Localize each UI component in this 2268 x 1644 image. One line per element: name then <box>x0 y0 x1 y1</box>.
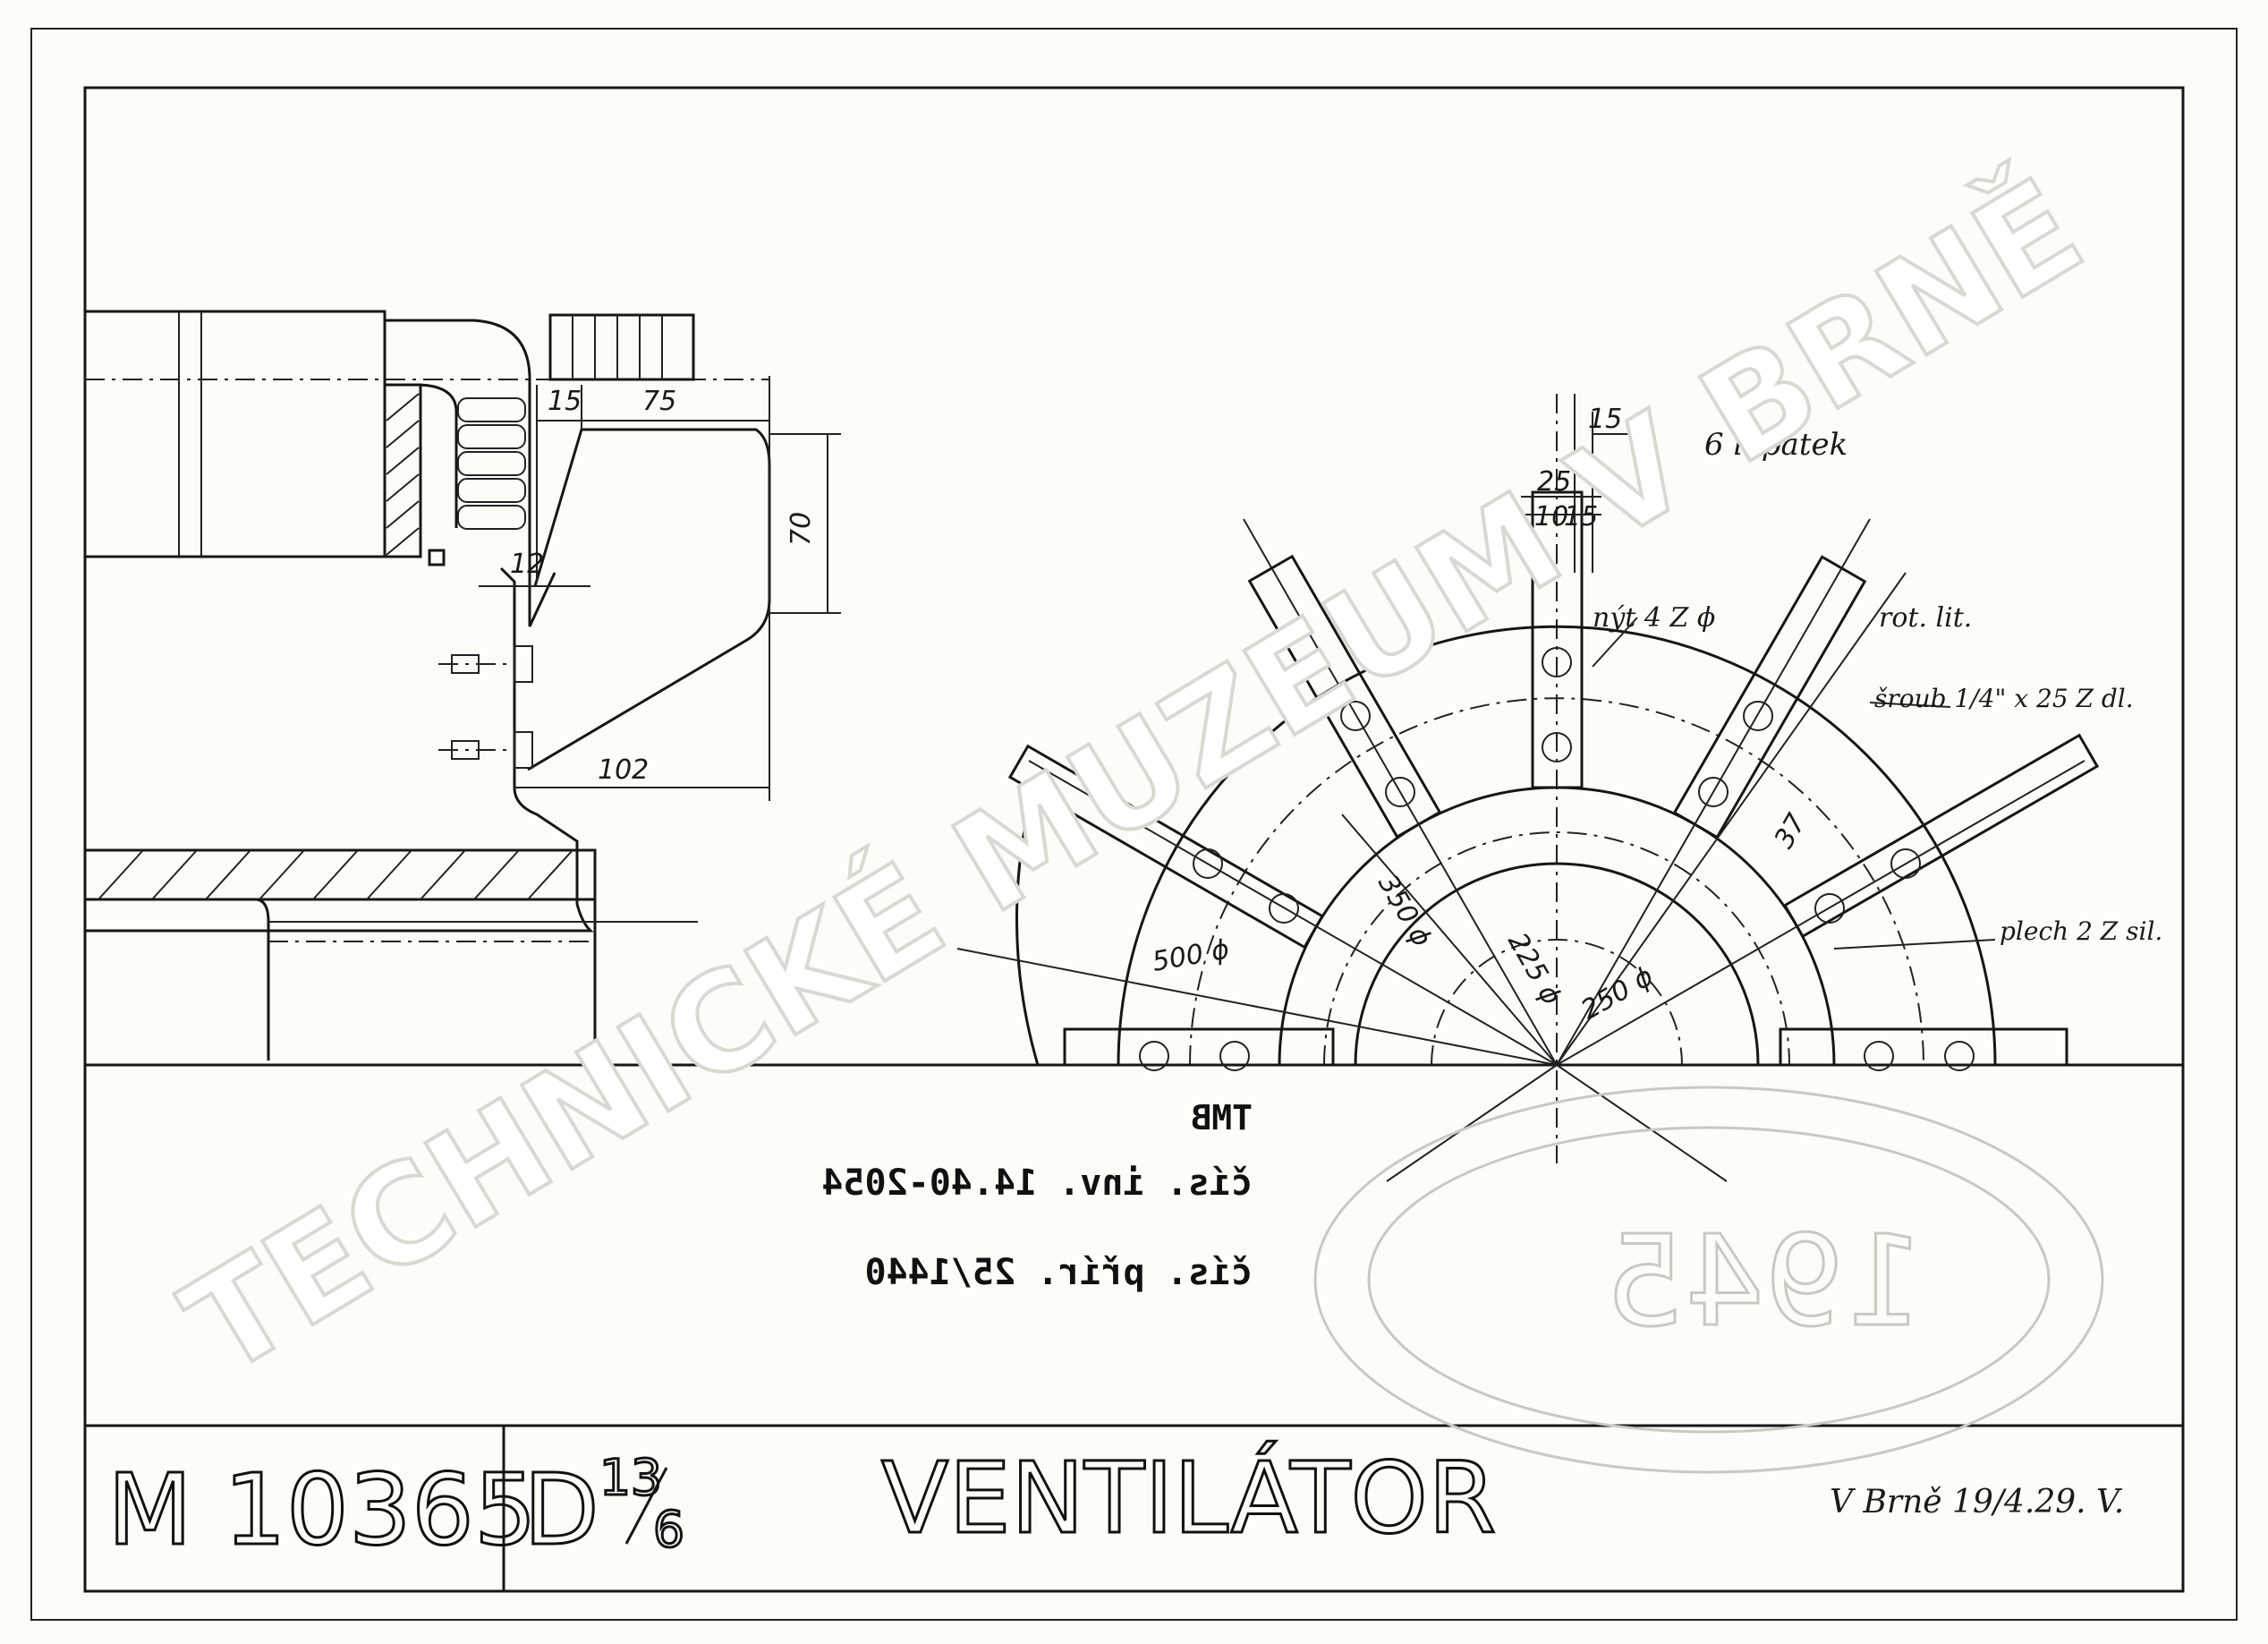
dim-12: 12 <box>510 549 544 580</box>
outer-border <box>30 28 2238 1621</box>
note-screw: šroub 1/4" x 25 Z dl. <box>1874 684 2134 713</box>
round-stamp: 1945 <box>1313 1086 2104 1474</box>
sheet-ref: D <box>523 1452 599 1567</box>
note-blades: 6 lopatek <box>1704 427 1848 463</box>
note-rivets: nýt 4 Z ϕ <box>1593 602 1715 634</box>
dim-75: 75 <box>642 386 676 417</box>
dim-dia-500: 500 ϕ <box>1150 933 1231 978</box>
dim-dia-250: 250 ϕ <box>1576 960 1659 1026</box>
stamp-line-1: TMB <box>1191 1098 1253 1137</box>
dim-37: 37 <box>1769 808 1813 854</box>
dim-70: 70 <box>786 512 817 546</box>
museum-stamp: TMB čís. inv. 14.40-2054 čís. přír. 25/1… <box>821 1098 1253 1293</box>
frame-border <box>83 86 2185 1593</box>
signature: V Brně 19/4.29. V. <box>1830 1484 2124 1520</box>
front-view <box>956 394 2100 1182</box>
drawing-number: M 10365 <box>107 1452 537 1567</box>
stamp-line-3: čís. přír. 25/1440 <box>865 1252 1253 1293</box>
round-stamp-text: 1945 <box>1605 1209 1924 1355</box>
dim-102: 102 <box>598 754 649 786</box>
note-plate: plech 2 Z sil. <box>2000 916 2162 946</box>
title-text: VENTILÁTOR <box>881 1440 1496 1555</box>
dim-15-section: 15 <box>548 386 582 417</box>
dim-15-front: 15 <box>1588 404 1622 435</box>
dim-25: 25 <box>1537 466 1571 498</box>
stamp-line-2: čís. inv. 14.40-2054 <box>821 1163 1253 1204</box>
sheet-fraction-top: 13 <box>599 1449 662 1506</box>
dim-15b: 15 <box>1564 501 1598 532</box>
sheet-fraction-bottom: 6 <box>653 1501 684 1558</box>
note-casting: rot. lit. <box>1879 602 1972 634</box>
dim-10: 10 <box>1534 501 1568 532</box>
